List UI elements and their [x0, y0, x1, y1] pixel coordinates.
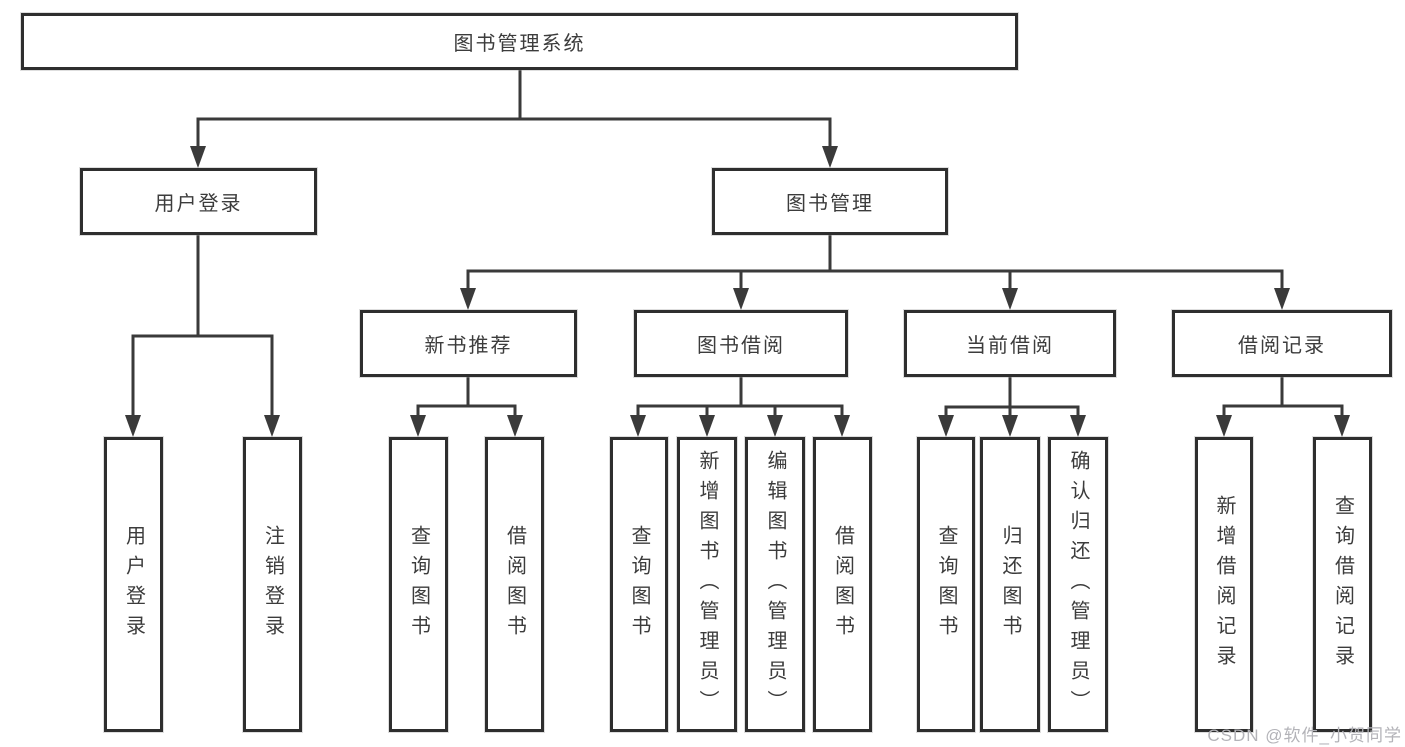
- node-current-borrowing: 当前借阅: [904, 310, 1116, 377]
- node-library-management-system: 图书管理系统: [21, 13, 1018, 70]
- leaf-current-query-books: 查询图书: [917, 437, 975, 732]
- leaf-borrow-books: 借阅图书: [813, 437, 872, 732]
- node-user-login: 用户登录: [80, 168, 317, 235]
- leaf-return-books: 归还图书: [980, 437, 1040, 732]
- leaf-confirm-return-admin: 确认归还（管理员）: [1048, 437, 1108, 732]
- leaf-borrowing-query-books: 查询图书: [610, 437, 668, 732]
- node-book-management: 图书管理: [712, 168, 948, 235]
- node-borrowing-records: 借阅记录: [1172, 310, 1392, 377]
- leaf-recommend-borrow-books: 借阅图书: [485, 437, 544, 732]
- leaf-add-books-admin: 新增图书（管理员）: [677, 437, 737, 732]
- leaf-user-login: 用户登录: [104, 437, 163, 732]
- node-book-borrowing: 图书借阅: [634, 310, 848, 377]
- leaf-logout: 注销登录: [243, 437, 302, 732]
- leaf-add-borrow-record: 新增借阅记录: [1195, 437, 1253, 732]
- node-new-book-recommend: 新书推荐: [360, 310, 577, 377]
- leaf-recommend-query-books: 查询图书: [389, 437, 448, 732]
- leaf-query-borrow-record: 查询借阅记录: [1313, 437, 1372, 732]
- watermark: CSDN @软件_小贺同学: [1207, 726, 1402, 745]
- leaf-edit-books-admin: 编辑图书（管理员）: [745, 437, 805, 732]
